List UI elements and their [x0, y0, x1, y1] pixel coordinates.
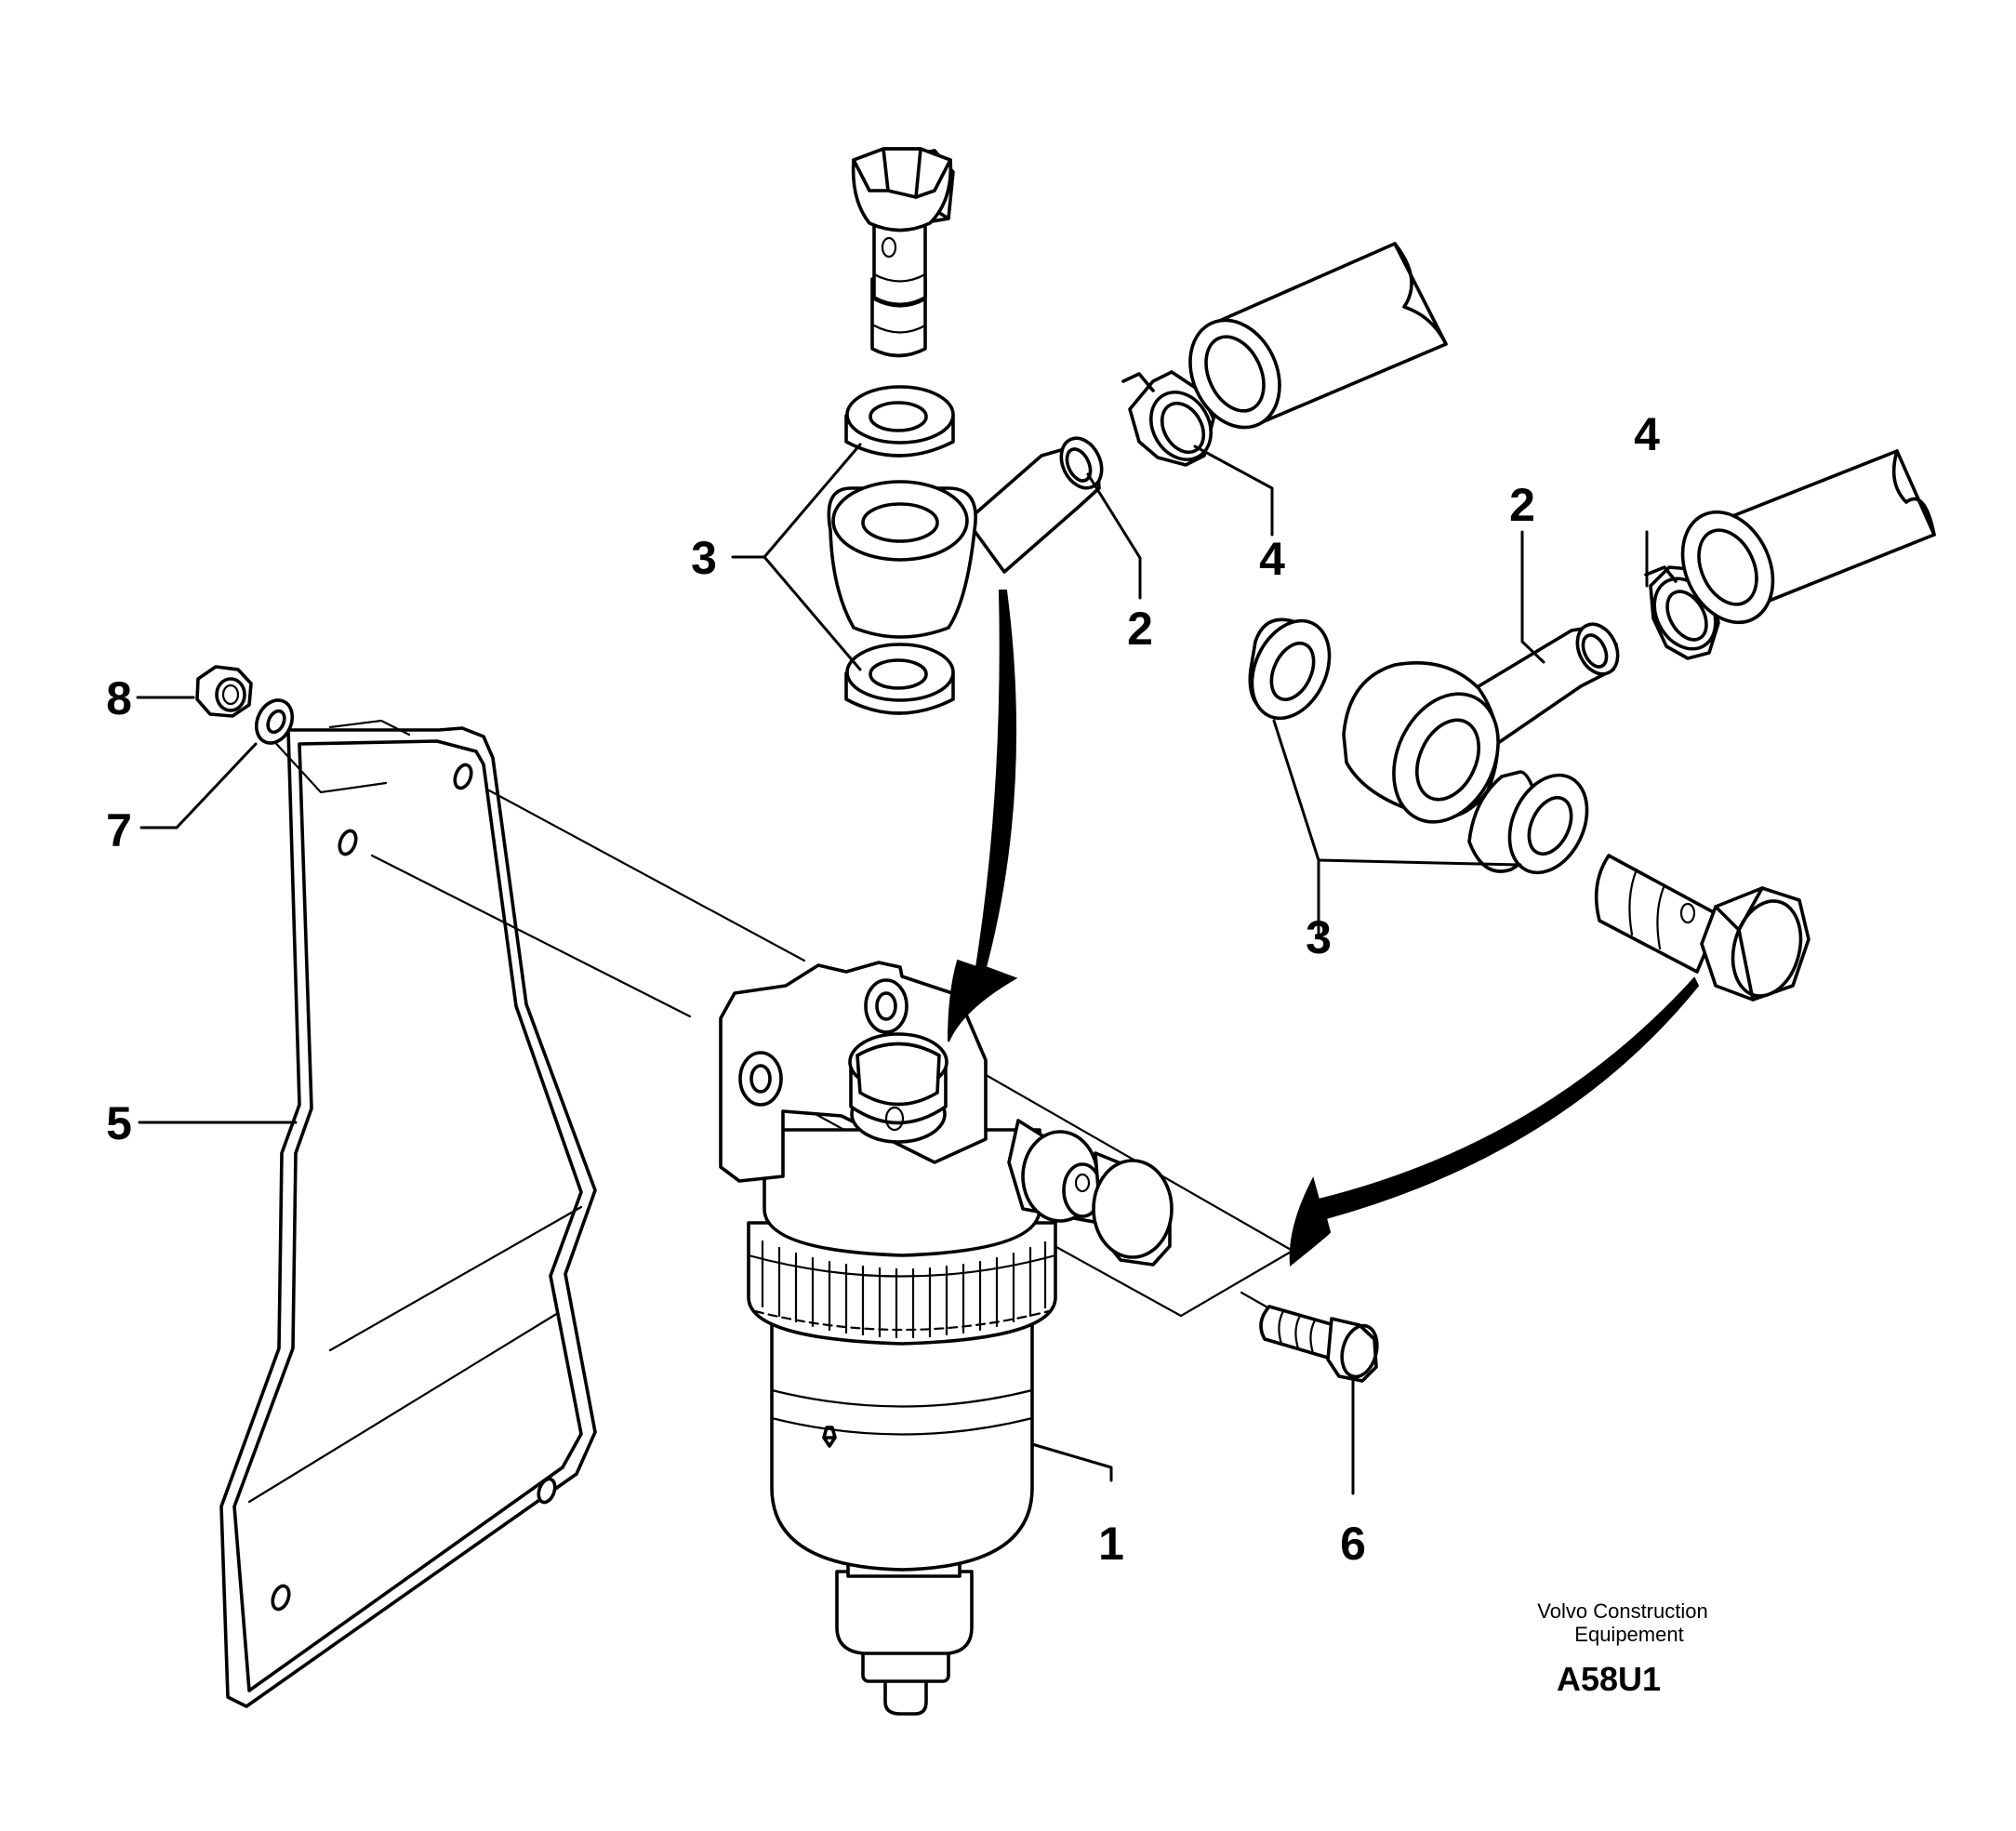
right-sealing-washers	[1248, 617, 1589, 875]
mounting-screw	[1259, 1305, 1379, 1383]
assembly-arrows	[948, 590, 1700, 1267]
upper-hose-clamp	[1121, 370, 1215, 467]
callout-4-upper: 4	[1259, 533, 1285, 585]
right-hose	[1680, 449, 1936, 625]
leader-lines	[136, 443, 1649, 1495]
callout-5: 5	[106, 1097, 132, 1149]
callout-6: 6	[1340, 1518, 1366, 1570]
nut-part	[195, 665, 253, 718]
callout-3-right: 3	[1306, 911, 1332, 963]
credit-line-2: Equipement	[1574, 1623, 1683, 1646]
drawing-credit: Volvo Construction Equipement A58U1	[1537, 1599, 1707, 1698]
callout-8: 8	[106, 672, 132, 724]
callout-2-right: 2	[1509, 479, 1535, 531]
callout-1: 1	[1098, 1518, 1124, 1570]
credit-line-1: Volvo Construction	[1537, 1599, 1707, 1623]
callout-3-upper: 3	[691, 532, 717, 584]
right-banjo-fitting	[1342, 622, 1620, 824]
fuel-filter-assembly	[719, 961, 1174, 1716]
callout-labels: 1 2 2 3 3 4 4 5 6 7 8	[106, 408, 1660, 1570]
drawing-code: A58U1	[1557, 1660, 1661, 1698]
washer-part	[254, 698, 295, 745]
upper-banjo-fitting	[827, 436, 1104, 639]
mounting-bracket	[219, 726, 597, 1708]
right-banjo-bolt	[1594, 854, 1810, 1002]
callout-2-upper: 2	[1127, 603, 1153, 655]
upper-sealing-washers	[844, 385, 955, 715]
callout-7: 7	[106, 804, 132, 856]
callout-4-right: 4	[1634, 408, 1660, 460]
upper-hose	[1188, 242, 1448, 430]
upper-banjo-bolt	[851, 147, 955, 358]
